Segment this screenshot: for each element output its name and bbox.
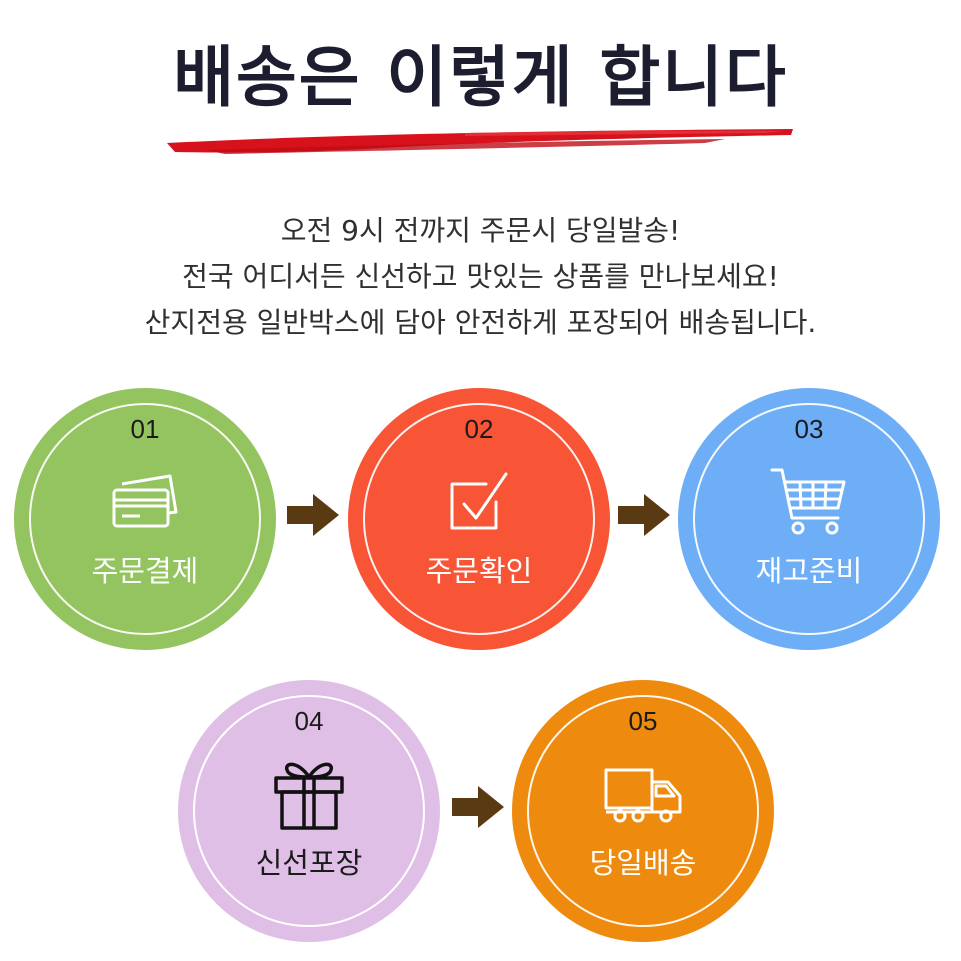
step-label: 신선포장 <box>255 846 363 880</box>
step-number: 05 <box>628 706 658 736</box>
step-ring <box>29 403 261 635</box>
step-ring <box>363 403 595 635</box>
arrow-right-icon <box>618 494 670 536</box>
step-order-payment: 01 주문결제 <box>14 388 276 650</box>
arrow-right-icon <box>287 494 339 536</box>
shopping-cart-icon <box>770 468 846 535</box>
step-stock-prep: 03 재고준비 <box>678 388 940 650</box>
delivery-truck-icon <box>604 768 682 823</box>
page-title: 배송은 이렇게 합니다 <box>173 39 788 116</box>
step-label: 재고준비 <box>755 554 863 588</box>
step-number: 03 <box>794 414 824 444</box>
checkbox-icon <box>450 472 508 530</box>
step-same-day-delivery: 05 당일배송 <box>512 680 774 942</box>
red-brush-underline <box>167 129 793 154</box>
description-line: 산지전용 일반박스에 담아 안전하게 포장되어 배송됩니다. <box>144 306 817 339</box>
step-number: 01 <box>130 414 160 444</box>
credit-card-icon <box>112 474 178 528</box>
gift-box-icon <box>274 762 344 830</box>
step-ring <box>193 695 425 927</box>
step-label: 당일배송 <box>589 846 697 880</box>
step-number: 04 <box>294 706 324 736</box>
step-ring <box>693 403 925 635</box>
description: 오전 9시 전까지 주문시 당일발송! 전국 어디서든 신선하고 맛있는 상품를… <box>0 208 961 346</box>
description-line: 전국 어디서든 신선하고 맛있는 상품를 만나보세요! <box>182 260 779 293</box>
step-label: 주문확인 <box>425 554 533 588</box>
step-order-confirm: 02 주문확인 <box>348 388 610 650</box>
step-ring <box>527 695 759 927</box>
arrow-right-icon <box>452 786 504 828</box>
step-fresh-packing: 04 신선포장 <box>178 680 440 942</box>
step-number: 02 <box>464 414 494 444</box>
description-line: 오전 9시 전까지 주문시 당일발송! <box>280 214 681 247</box>
step-label: 주문결제 <box>91 554 199 588</box>
